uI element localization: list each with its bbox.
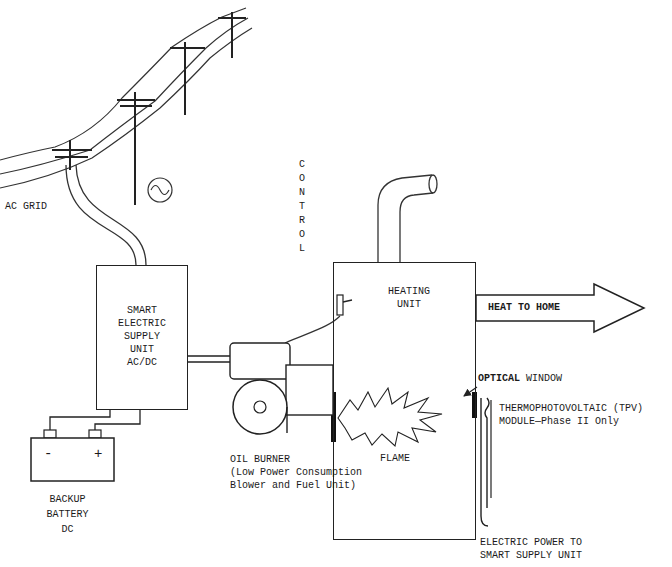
battery-wire (95, 410, 140, 430)
power-lines (0, 8, 252, 188)
heat-arrow: HEAT TO HOME (476, 283, 646, 333)
tpv-module: THERMOPHOTOVOLTAIC (TPV) MODULE—Phase II… (477, 398, 493, 528)
grid-label: AC GRID (5, 200, 47, 213)
node-text: THERMOPHOTOVOLTAIC (TPV) MODULE—Phase II… (499, 402, 659, 428)
node-text: + (94, 446, 102, 462)
power-cable (188, 356, 230, 362)
battery-symbol: -+BACKUP BATTERY DC (30, 430, 115, 482)
node-text: SMART ELECTRIC SUPPLY UNIT AC/DC (114, 304, 170, 369)
optical-window (472, 392, 477, 418)
power-note: ELECTRIC POWER TO SMART SUPPLY UNIT (480, 536, 605, 562)
window-label: WINDOW (526, 372, 562, 385)
supply-unit-box: SMART ELECTRIC SUPPLY UNIT AC/DC (96, 265, 188, 410)
window-label-bold: OPTICAL (478, 372, 520, 385)
ac-symbol (148, 178, 172, 202)
node-text: BACKUP BATTERY DC (40, 492, 95, 537)
oil-burner: OIL BURNER(Low Power Consumption Blower … (230, 335, 333, 435)
node-text: HEATING UNIT (374, 285, 444, 311)
chimney (378, 175, 437, 262)
utility-poles (52, 12, 246, 205)
flame (338, 388, 442, 446)
flame-label: FLAME (380, 452, 410, 465)
grid-cable (66, 165, 146, 265)
oil-burner-shape (230, 335, 333, 435)
tpv-module-shape (477, 398, 493, 528)
battery-wire (50, 410, 110, 430)
control-switch (285, 295, 352, 343)
control-label: CONTROL (297, 158, 307, 256)
heating-unit-box: HEATING UNIT (333, 262, 476, 540)
node-text: OIL BURNER (230, 453, 290, 466)
node-text: HEAT TO HOME (488, 283, 646, 333)
node-text: (Low Power Consumption Blower and Fuel U… (230, 466, 370, 492)
node-text: - (44, 446, 52, 462)
